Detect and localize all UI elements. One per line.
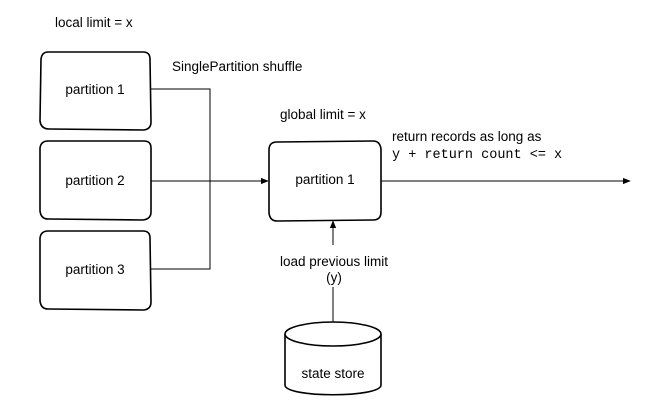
local-partition-1: partition 1 <box>39 51 152 131</box>
global-limit-label: global limit = x <box>280 107 366 122</box>
edge-partition-3-to-shuffle <box>150 181 211 270</box>
state-store-cylinder: state store <box>284 321 382 396</box>
local-partition-2-label: partition 2 <box>65 173 124 188</box>
shuffle-label: SinglePartition shuffle <box>172 59 302 74</box>
global-partition-1: partition 1 <box>268 140 382 222</box>
load-limit-line-1: load previous limit <box>280 254 388 269</box>
local-partition-2: partition 2 <box>39 140 152 221</box>
return-condition-line-2: y + return count <= x <box>392 148 562 163</box>
local-partition-3: partition 3 <box>39 230 152 311</box>
local-partition-1-label: partition 1 <box>65 82 124 97</box>
local-partition-3-label: partition 3 <box>65 262 124 277</box>
local-limit-label: local limit = x <box>55 15 133 30</box>
load-limit-line-2: (y) <box>326 270 342 285</box>
edge-partition-1-to-shuffle <box>150 88 211 181</box>
global-partition-1-label: partition 1 <box>295 172 354 187</box>
state-store-label: state store <box>301 366 364 381</box>
return-condition-line-1: return records as long as <box>392 129 542 144</box>
